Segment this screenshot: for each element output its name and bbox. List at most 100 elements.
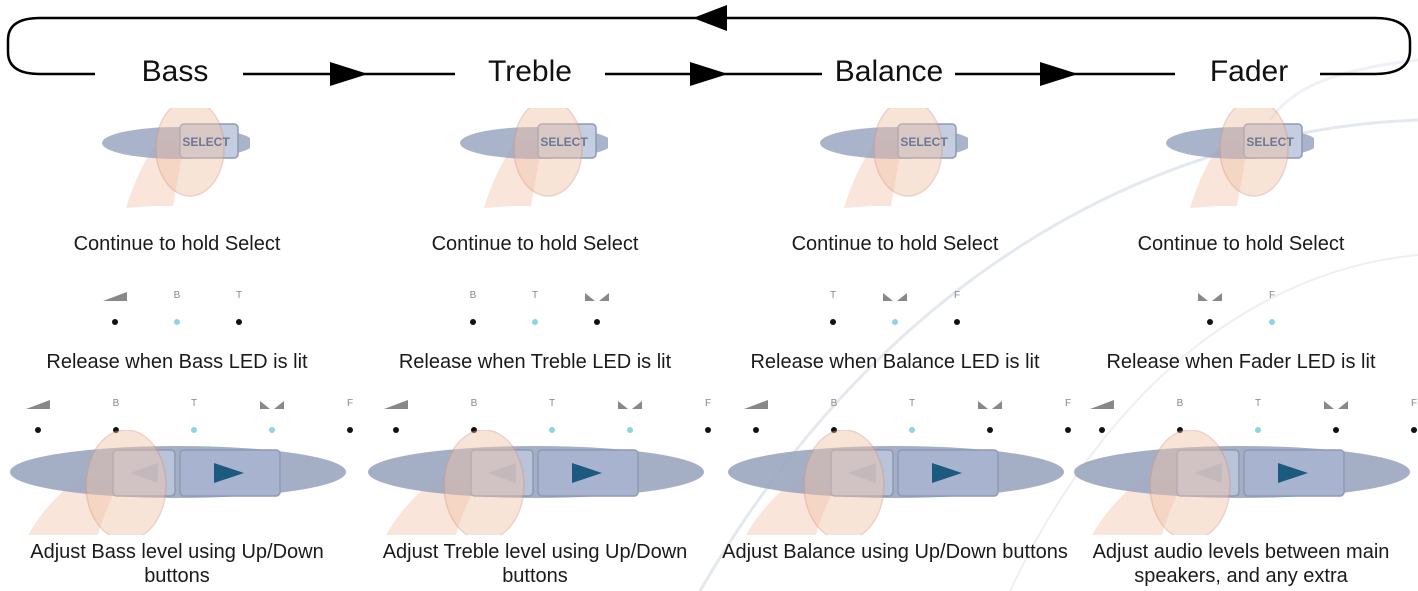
release-caption: Release when Treble LED is lit — [398, 351, 672, 373]
led-indicator: B — [454, 398, 494, 438]
led-lit-dot — [174, 319, 180, 325]
led-label: F — [1268, 290, 1276, 301]
hold-select-caption: Continue to hold Select — [1137, 233, 1345, 255]
led-indicator — [1190, 290, 1230, 330]
led-off-dot — [1177, 427, 1183, 433]
led-off-dot — [471, 427, 477, 433]
led-label: T — [908, 398, 916, 409]
led-label: B — [1176, 398, 1184, 409]
led-lit-dot — [1269, 319, 1275, 325]
led-off-dot — [1411, 427, 1417, 433]
led-off-dot — [594, 319, 600, 325]
hold-select-caption: Continue to hold Select — [73, 233, 281, 255]
up-arrow-icon — [1278, 463, 1308, 483]
down-arrow-icon — [1194, 463, 1222, 483]
led-off-dot — [347, 427, 353, 433]
led-lit-dot — [532, 319, 538, 325]
led-label: F — [1410, 398, 1418, 409]
led-lit-dot — [269, 427, 275, 433]
select-button-label: SELECT — [900, 135, 948, 149]
select-button-press-icon[interactable]: SELECT — [456, 99, 612, 208]
led-indicator — [875, 290, 915, 330]
led-indicator: T — [813, 290, 853, 330]
led-indicator: T — [515, 290, 555, 330]
stage-title-balance: Balance — [834, 55, 944, 88]
led-label: T — [190, 398, 198, 409]
led-off-dot — [236, 319, 242, 325]
adjust-caption: Adjust audio levels between main speaker… — [1092, 541, 1390, 587]
up-arrow-icon — [214, 463, 244, 483]
adjust-caption: Adjust Balance using Up/Down buttons — [722, 541, 1068, 563]
stage-title-treble: Treble — [488, 55, 572, 88]
led-lit-dot — [627, 427, 633, 433]
return-arrow-icon — [693, 5, 727, 31]
led-off-dot — [705, 427, 711, 433]
adjust-caption: Adjust Treble level using Up/Down button… — [382, 541, 688, 587]
led-label: B — [469, 290, 477, 301]
select-button-press-icon[interactable]: SELECT — [98, 99, 254, 208]
up-down-buttons-icon[interactable] — [1072, 429, 1412, 541]
arrow-bass-to-treble-icon — [330, 62, 368, 86]
led-indicator: F — [1048, 398, 1088, 438]
stage-title-fader: Fader — [1209, 55, 1289, 88]
down-arrow-icon — [848, 463, 876, 483]
led-off-dot — [987, 427, 993, 433]
led-lit-dot — [549, 427, 555, 433]
select-button-press-icon[interactable]: SELECT — [1162, 99, 1318, 208]
down-arrow-icon — [130, 463, 158, 483]
up-arrow-icon — [572, 463, 602, 483]
led-off-dot — [112, 319, 118, 325]
led-label: T — [531, 290, 539, 301]
select-button-press-icon[interactable]: SELECT — [816, 99, 972, 208]
led-indicator — [18, 398, 58, 438]
led-indicator: B — [814, 398, 854, 438]
led-indicator — [252, 398, 292, 438]
led-indicator: T — [174, 398, 214, 438]
led-off-dot — [470, 319, 476, 325]
led-label: F — [704, 398, 712, 409]
led-indicator: B — [157, 290, 197, 330]
cycle-flow-diagram — [6, 5, 1412, 86]
led-off-dot — [113, 427, 119, 433]
led-indicator: T — [532, 398, 572, 438]
led-indicator — [1082, 398, 1122, 438]
up-arrow-icon — [932, 463, 962, 483]
led-indicator: T — [219, 290, 259, 330]
led-lit-dot — [191, 427, 197, 433]
led-indicator: B — [1160, 398, 1200, 438]
select-button-label: SELECT — [540, 135, 588, 149]
led-label: F — [1064, 398, 1072, 409]
stage-title-bass: Bass — [141, 55, 209, 88]
led-indicator: F — [688, 398, 728, 438]
arrow-treble-to-balance-icon — [690, 62, 728, 86]
led-indicator: F — [1252, 290, 1292, 330]
led-lit-dot — [1255, 427, 1261, 433]
up-down-buttons-icon[interactable] — [726, 429, 1066, 541]
led-indicator — [1316, 398, 1356, 438]
partial-led-row: F — [1190, 290, 1292, 330]
up-down-buttons-icon[interactable] — [8, 429, 348, 541]
led-label: B — [830, 398, 838, 409]
led-indicator: F — [1394, 398, 1418, 438]
up-down-buttons-icon[interactable] — [366, 429, 706, 541]
down-arrow-icon — [488, 463, 516, 483]
led-label: B — [470, 398, 478, 409]
led-indicator — [970, 398, 1010, 438]
led-off-dot — [35, 427, 41, 433]
led-off-dot — [830, 319, 836, 325]
led-off-dot — [954, 319, 960, 325]
led-indicator: F — [330, 398, 370, 438]
led-off-dot — [1333, 427, 1339, 433]
led-indicator — [577, 290, 617, 330]
led-indicator — [376, 398, 416, 438]
led-indicator — [95, 290, 135, 330]
